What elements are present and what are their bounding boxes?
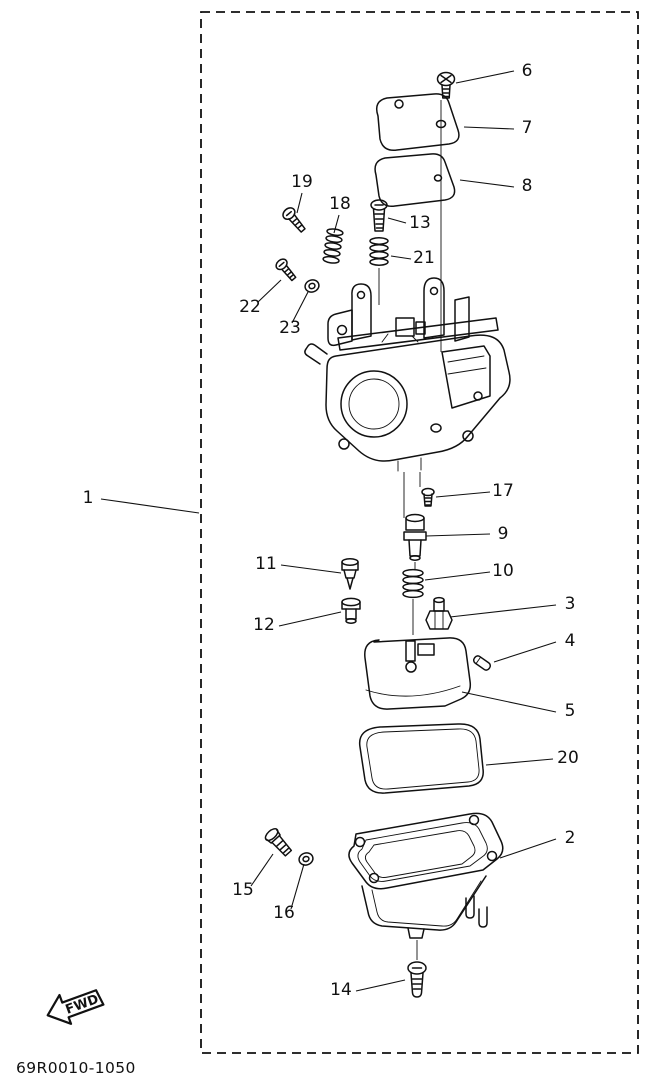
part-screw-19: [282, 207, 306, 233]
callout-13: 13: [409, 213, 431, 233]
part-washer-16: [298, 852, 314, 866]
part-jet-9: [403, 513, 427, 561]
callout-11: 11: [255, 554, 277, 574]
assembly-axis-lines: [378, 100, 442, 960]
callout-20: 20: [557, 748, 579, 768]
callout-19: 19: [291, 172, 313, 192]
part-needle-valve-11: [341, 558, 359, 590]
callout-23: 23: [279, 318, 301, 338]
part-spring-21: [369, 237, 389, 266]
callout-6: 6: [522, 61, 533, 81]
part-screw-14: [407, 961, 427, 998]
part-gasket-8: [374, 153, 456, 208]
fwd-arrow-icon: FWD: [46, 989, 105, 1025]
part-float-bowl-2: [348, 812, 504, 939]
part-washer-23: [304, 279, 320, 293]
callout-21: 21: [413, 248, 435, 268]
callout-22: 22: [239, 297, 261, 317]
callout-4: 4: [565, 631, 576, 651]
callout-9: 9: [498, 524, 509, 544]
callout-17: 17: [492, 481, 514, 501]
part-carburetor-body: [304, 277, 511, 472]
callout-12: 12: [253, 615, 275, 635]
part-spring-10: [402, 568, 424, 599]
part-bolt-15: [264, 828, 293, 857]
diagram-border: [200, 11, 639, 1054]
callout-10: 10: [492, 561, 514, 581]
callout-3: 3: [565, 594, 576, 614]
part-screw-13: [370, 199, 388, 232]
callout-2: 2: [565, 828, 576, 848]
callout-7: 7: [522, 118, 533, 138]
callout-labels: 1 2 3 4 5 6 7 8 9 10 11 12 13 14 15 16 1…: [83, 61, 579, 1000]
callout-18: 18: [329, 194, 351, 214]
callout-8: 8: [522, 176, 533, 196]
callout-14: 14: [330, 980, 352, 1000]
callout-5: 5: [565, 701, 576, 721]
part-main-jet-3: [425, 596, 453, 630]
callout-15: 15: [232, 880, 254, 900]
callout-1: 1: [83, 488, 94, 508]
part-screw-22: [275, 258, 297, 282]
part-screw-17: [421, 487, 435, 507]
part-spring-18: [322, 228, 344, 264]
part-code-label: 69R0010-1050: [16, 1059, 136, 1077]
part-pin-4: [472, 655, 492, 671]
callout-16: 16: [273, 903, 295, 923]
leader-lines: [100, 70, 557, 992]
part-bowl-gasket-20: [358, 723, 484, 794]
part-float-5: [364, 637, 472, 710]
part-cover-plate-7: [375, 93, 460, 152]
part-plug-12: [341, 597, 361, 624]
